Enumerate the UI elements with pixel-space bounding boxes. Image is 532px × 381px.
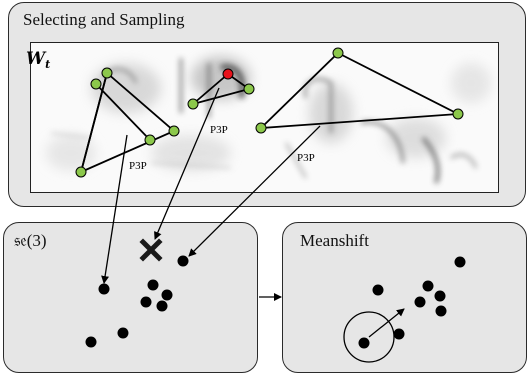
image-texture bbox=[31, 43, 498, 192]
warped-image bbox=[30, 42, 499, 193]
selecting-sampling-panel: Selecting and Sampling bbox=[8, 2, 526, 207]
panel-title: 𝔰𝔢(3) bbox=[14, 231, 47, 250]
se3-panel: 𝔰𝔢(3) bbox=[3, 222, 258, 373]
panel-title: Meanshift bbox=[300, 231, 369, 250]
meanshift-panel: Meanshift bbox=[282, 222, 527, 373]
panel-title: Selecting and Sampling bbox=[23, 10, 185, 29]
